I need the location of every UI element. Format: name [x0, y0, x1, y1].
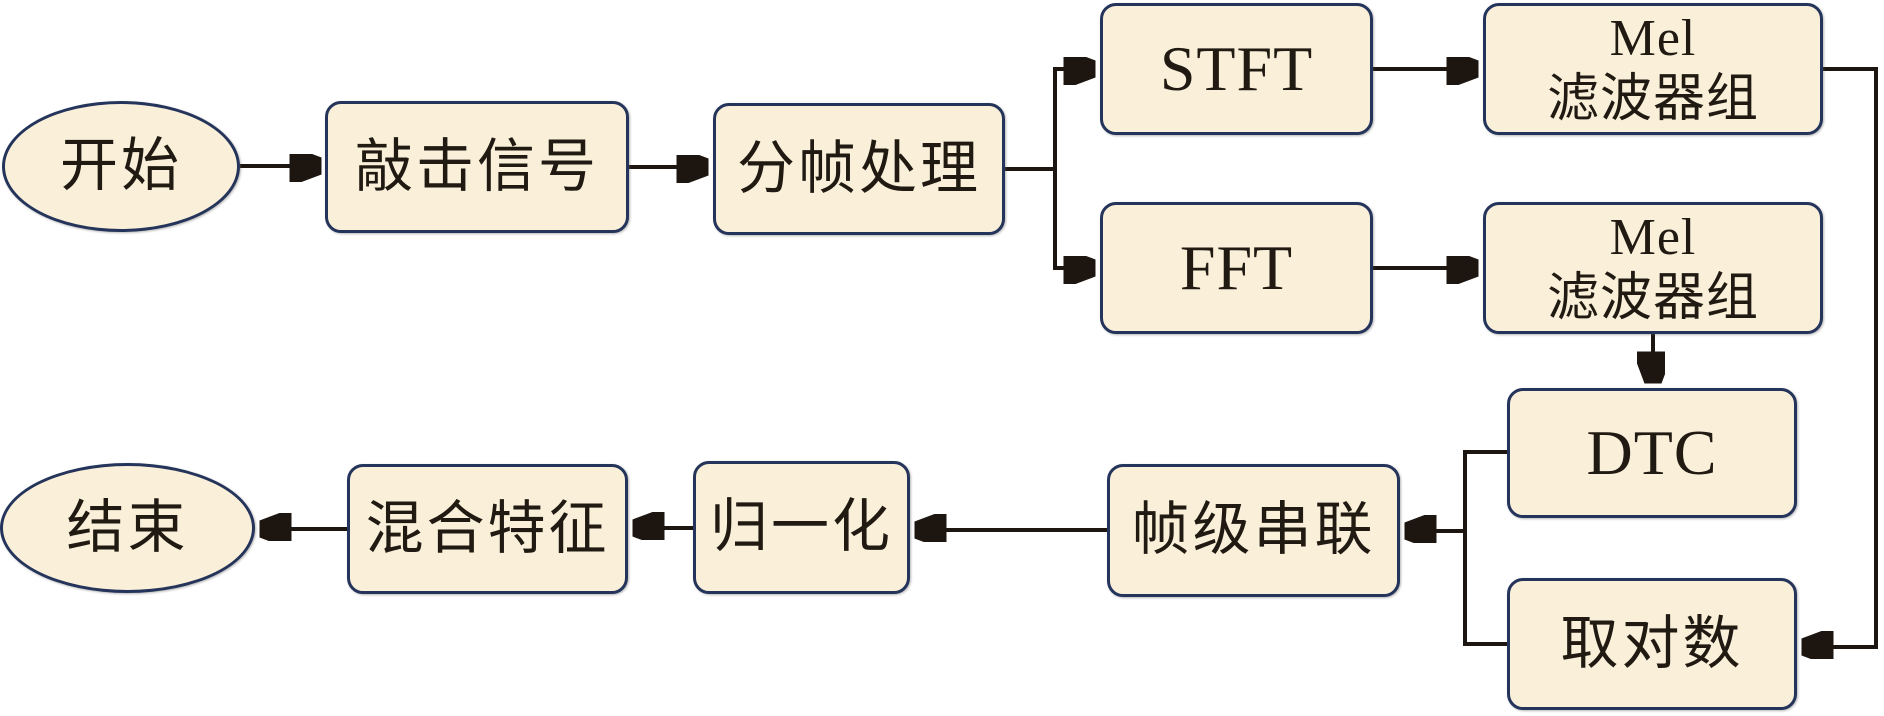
node-fft-label: FFT [1179, 232, 1294, 304]
edge-framing-to-fft [1053, 169, 1093, 268]
node-dtc-label: DTC [1586, 417, 1718, 489]
node-start-label: 开始 [59, 133, 182, 199]
node-framing: 分帧处理 [713, 103, 1005, 235]
node-stft-label: STFT [1159, 33, 1314, 105]
node-mel-filterbank-fft-label: Mel 滤波器组 [1546, 208, 1759, 327]
node-mel-filterbank-fft: Mel 滤波器组 [1483, 202, 1823, 334]
node-knock-signal-label: 敲击信号 [354, 133, 599, 199]
node-take-log-label: 取对数 [1560, 610, 1744, 676]
node-start: 开始 [2, 101, 240, 232]
node-mel-filterbank-stft-label: Mel 滤波器组 [1546, 9, 1759, 128]
node-framing-label: 分帧处理 [736, 135, 981, 201]
node-dtc: DTC [1507, 388, 1797, 518]
node-fft: FFT [1100, 202, 1373, 334]
node-mel-filterbank-stft: Mel 滤波器组 [1483, 3, 1823, 135]
edge-mel-filterbank-to-take-log [1804, 67, 1878, 647]
node-mixed-feature-label: 混合特征 [365, 495, 610, 561]
node-end: 结束 [0, 463, 255, 593]
edge-dtc-take-log-bracket [1463, 450, 1507, 646]
node-frame-concat: 帧级串联 [1107, 464, 1400, 597]
node-stft: STFT [1100, 3, 1373, 135]
node-take-log: 取对数 [1507, 578, 1797, 710]
node-normalize: 归一化 [693, 461, 910, 594]
node-end-label: 结束 [66, 494, 189, 560]
node-normalize-label: 归一化 [709, 494, 893, 560]
edge-framing-to-stft [1053, 69, 1093, 169]
node-mixed-feature: 混合特征 [347, 464, 628, 594]
node-knock-signal: 敲击信号 [325, 101, 629, 233]
node-frame-concat-label: 帧级串联 [1131, 497, 1376, 563]
